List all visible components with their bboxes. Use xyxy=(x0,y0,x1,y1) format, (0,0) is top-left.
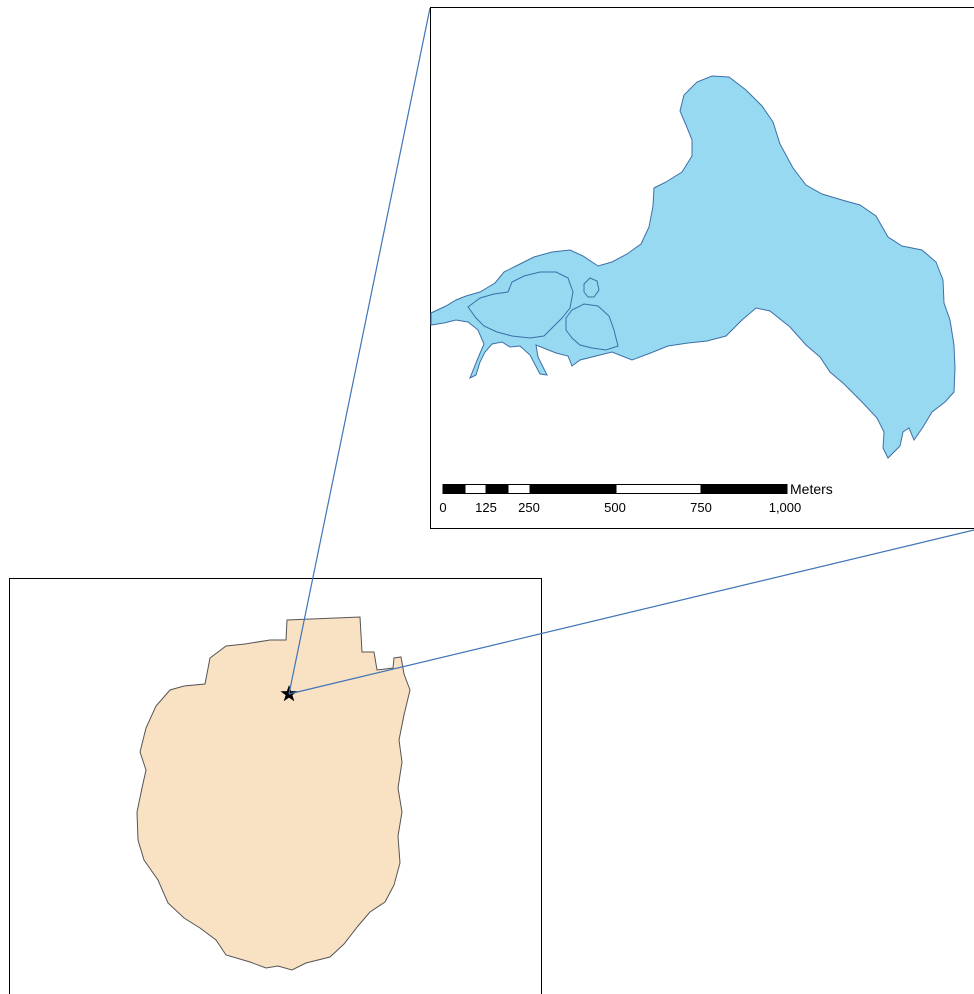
scale-segment-2 xyxy=(485,484,509,494)
leader-line-right xyxy=(288,529,974,695)
island-west xyxy=(467,271,574,339)
scale-tick-label: 250 xyxy=(518,500,540,515)
lake-polygon xyxy=(430,75,956,459)
study-region-polygon xyxy=(136,616,411,971)
scale-segment-4 xyxy=(529,484,617,494)
scale-tick-label: 750 xyxy=(690,500,712,515)
scale-tick-label: 1,000 xyxy=(769,500,802,515)
leader-lines xyxy=(288,7,974,695)
leader-line-left xyxy=(288,7,431,695)
scale-tick-label: 500 xyxy=(604,500,626,515)
island-east xyxy=(565,303,619,351)
scale-unit-label: Meters xyxy=(790,481,833,497)
locator-map xyxy=(9,578,542,994)
scale-tick-label: 125 xyxy=(475,500,497,515)
scale-segment-6 xyxy=(700,484,788,494)
scale-segment-5 xyxy=(615,484,702,494)
scale-tick-label: 0 xyxy=(439,500,446,515)
scale-bar: 0 125 250 500 750 1,000 Meters xyxy=(439,481,832,515)
islet-small xyxy=(583,277,600,298)
scale-segment-1 xyxy=(464,484,487,494)
inset-map: 0 125 250 500 750 1,000 Meters xyxy=(430,7,974,529)
scale-segment-3 xyxy=(507,484,531,494)
scale-segment-0 xyxy=(442,484,466,494)
